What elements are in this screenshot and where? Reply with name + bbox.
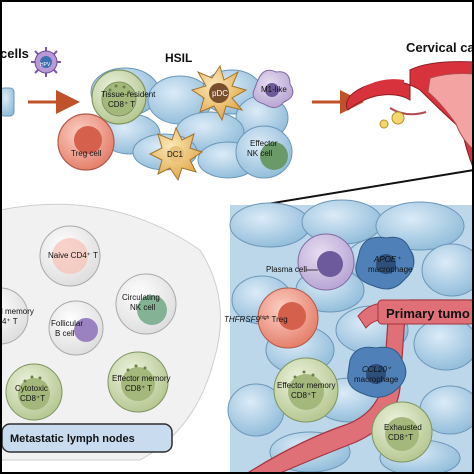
hsil-label: HSIL bbox=[165, 51, 192, 65]
tissue-resident-cd8-t-cell bbox=[91, 69, 147, 125]
ccl20-macrophage bbox=[347, 346, 407, 398]
effector-memory-lymph-label-line1: Effector memory bbox=[112, 374, 171, 383]
plasma-cell-label: Plasma cell bbox=[266, 265, 307, 274]
plasma-cell bbox=[297, 233, 355, 291]
treg-label: Treg cell bbox=[71, 149, 102, 158]
effector-nk-cell bbox=[235, 125, 293, 179]
naive-cd4-label: Naive CD4⁺ T bbox=[48, 251, 98, 260]
ccl20-label-line1: CCL20⁺ bbox=[362, 365, 392, 374]
primary-tumor-label: Primary tumo bbox=[386, 306, 470, 321]
tissue-resident-label-line1: Tissue-resident bbox=[101, 90, 156, 99]
effector-nk-label-line2: NK cell bbox=[247, 149, 273, 158]
effector-memory-cd8-t-cell-lymph bbox=[107, 351, 169, 413]
central-memory-cd4-t-cell bbox=[0, 287, 29, 345]
apoe-macrophage bbox=[355, 236, 415, 290]
treg-cell bbox=[57, 113, 115, 171]
cervical-label: Cervical ca bbox=[406, 40, 474, 55]
follicular-label-line2: B cell bbox=[55, 329, 75, 338]
follicular-label-line1: Follicular bbox=[51, 319, 83, 328]
normal-cell bbox=[0, 87, 15, 117]
ccl20-label-line2: macrophage bbox=[354, 375, 399, 384]
pdc-label: pDC bbox=[212, 89, 228, 98]
uterus-illustration bbox=[345, 61, 474, 171]
metastatic-title: Metastatic lymph nodes bbox=[10, 433, 135, 445]
effector-memory-lymph-label-line2: CD8⁺ T bbox=[125, 384, 152, 393]
effector-nk-label-line1: Effector bbox=[250, 139, 278, 148]
apoe-label-line1: APOE⁺ bbox=[373, 255, 401, 264]
effector-memory-cd8-t-cell-tumor bbox=[273, 357, 339, 423]
apoe-label-line2: macrophage bbox=[368, 265, 413, 274]
cytotoxic-label-line2: CD8⁺T bbox=[20, 394, 45, 403]
m1-like-macrophage bbox=[252, 69, 294, 108]
memory-cd4-label-line1: l memory bbox=[1, 307, 34, 316]
memory-cd4-label-line2: 4⁺ T bbox=[2, 317, 18, 326]
hpv-label: HPV bbox=[40, 62, 51, 68]
circulating-nk-label-line2: NK cell bbox=[130, 303, 156, 312]
treg-gene-label: THFRSF9high Treg bbox=[224, 315, 288, 324]
dc1-cell bbox=[148, 126, 204, 182]
effector-memory-tumor-label-line2: CD8⁺T bbox=[291, 391, 316, 400]
circulating-nk-cell bbox=[115, 273, 177, 335]
cells-label: cells bbox=[0, 46, 29, 61]
pdc-cell bbox=[190, 64, 248, 122]
exhausted-label-line1: Exhausted bbox=[384, 423, 422, 432]
effector-memory-tumor-label-line1: Effector memory bbox=[277, 381, 336, 390]
hpv-virus-icon bbox=[31, 47, 61, 77]
primary-tumor-box bbox=[377, 299, 474, 325]
naive-cd4-t-cell bbox=[39, 225, 101, 287]
exhausted-cd8-t-cell bbox=[371, 401, 433, 463]
dc1-label: DC1 bbox=[167, 150, 184, 159]
tissue-resident-label-line2: CD8⁺ T bbox=[108, 100, 135, 109]
blood-vessel bbox=[244, 299, 474, 474]
tnfrsf9-treg-cell bbox=[257, 287, 319, 349]
circulating-nk-label-line1: Circulating bbox=[122, 293, 160, 302]
exhausted-label-line2: CD8⁺T bbox=[388, 433, 413, 442]
follicular-b-cell bbox=[48, 300, 104, 356]
cytotoxic-cd8-t-cell bbox=[5, 363, 63, 421]
m1-like-label: M1-like bbox=[261, 85, 287, 94]
cytotoxic-label-line1: Cytotoxic bbox=[15, 384, 48, 393]
